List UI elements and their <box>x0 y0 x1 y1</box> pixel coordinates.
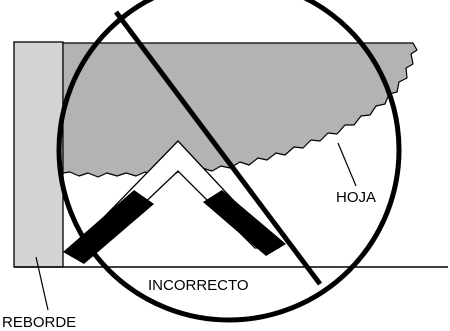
blade-leader-line <box>337 142 357 187</box>
blade-label: HOJA <box>336 189 376 206</box>
prohibition-circle <box>56 0 402 323</box>
verdict-label: INCORRECTO <box>148 277 249 294</box>
saw-blade <box>62 42 418 178</box>
fence-plate <box>13 41 64 268</box>
right-clamp-block <box>203 190 286 256</box>
prohibition-slash <box>114 10 322 286</box>
fence-leader-line <box>35 256 49 311</box>
fence-label: REBORDE <box>2 314 76 331</box>
